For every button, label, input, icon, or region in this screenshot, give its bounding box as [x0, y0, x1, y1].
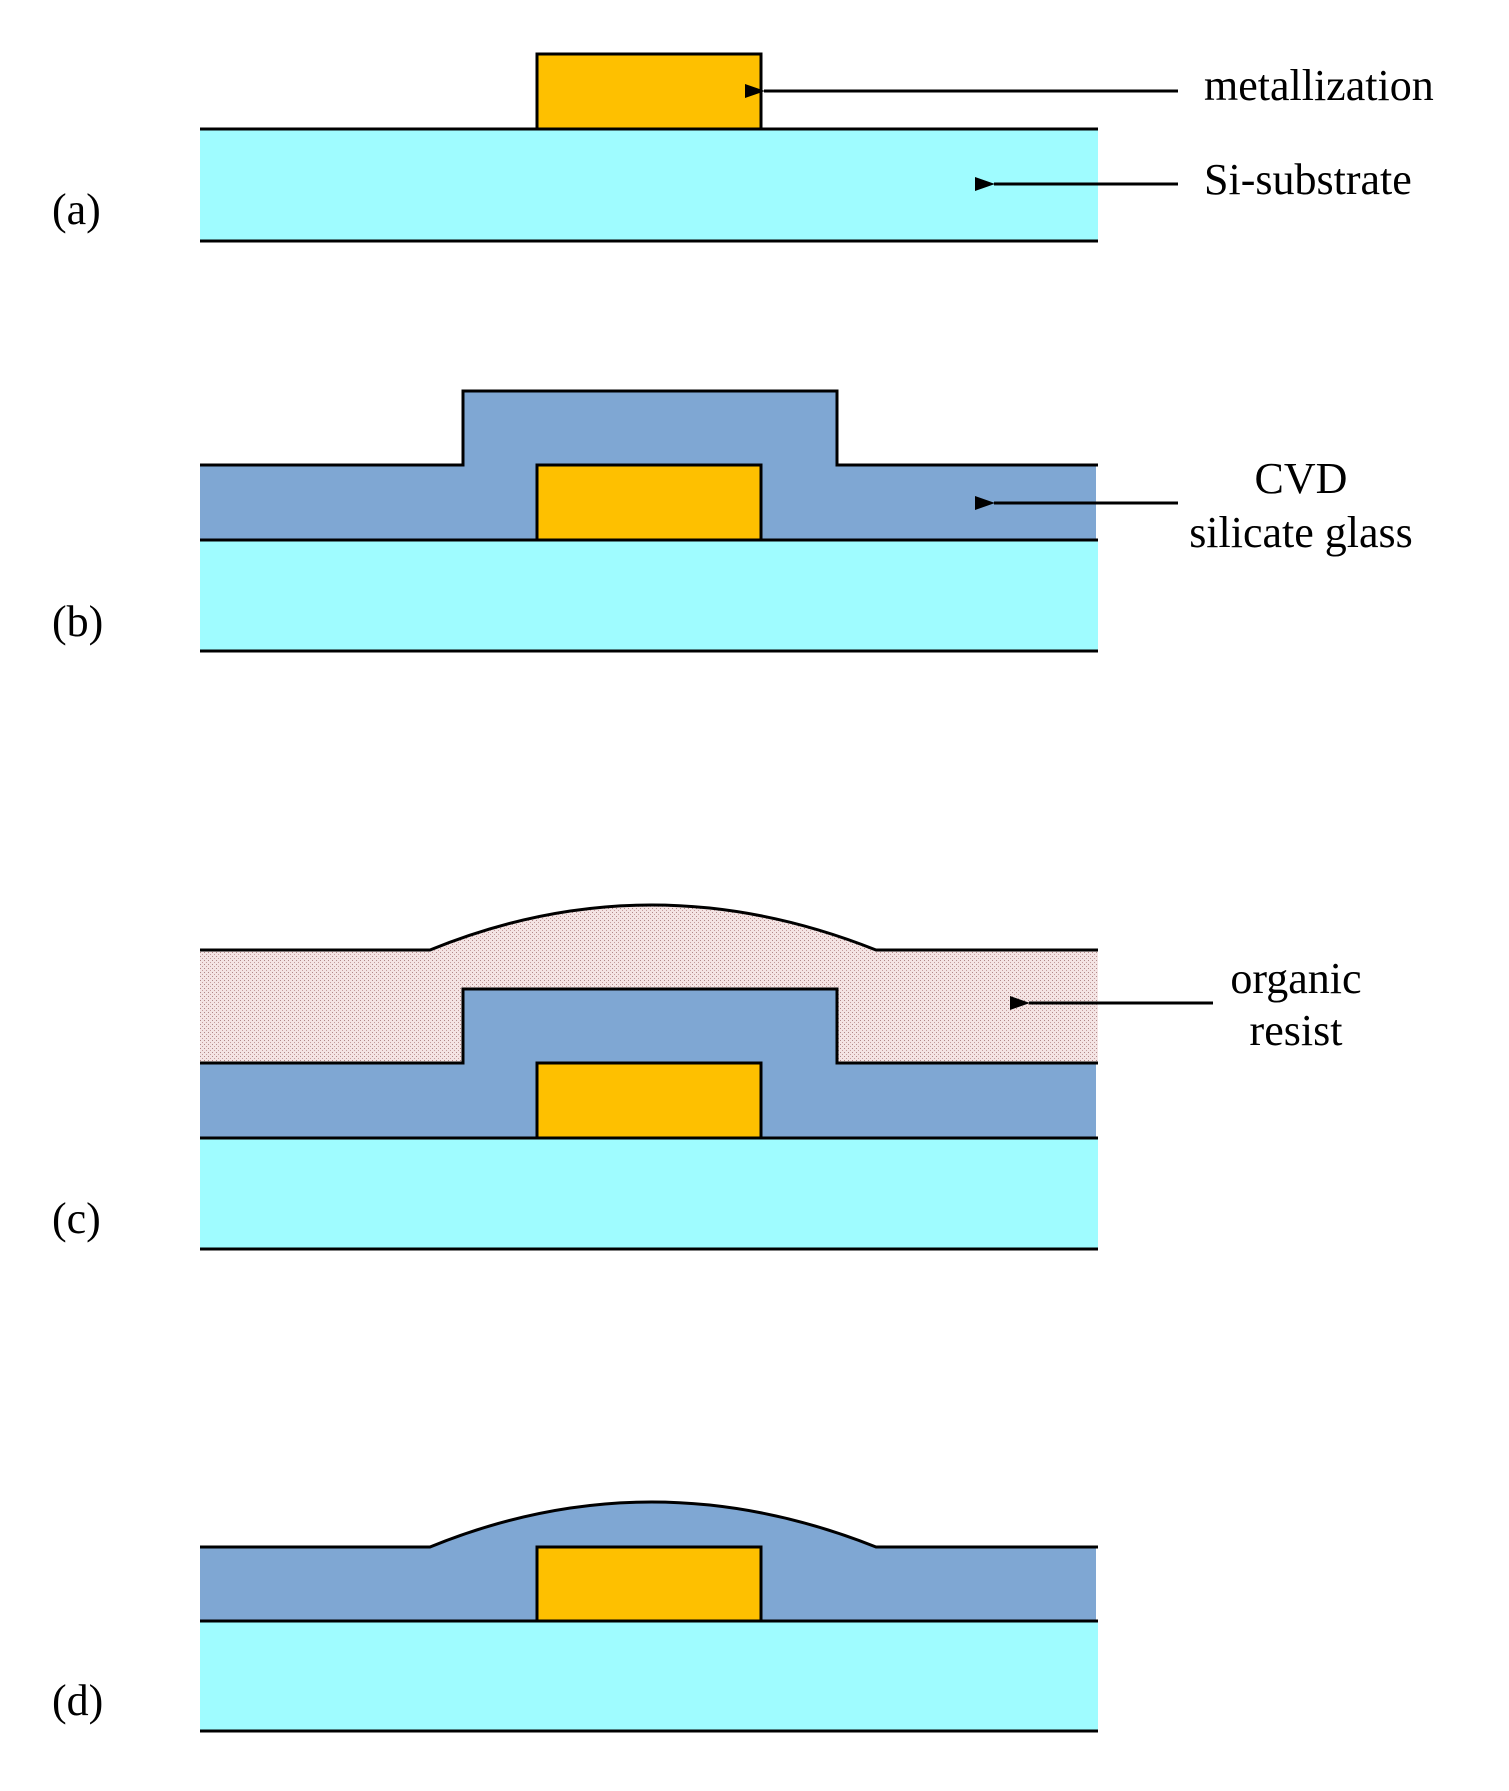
resist-top-edge: [200, 903, 1098, 952]
resist-label-line2: resist: [1250, 1006, 1343, 1055]
si-substrate-layer: [200, 129, 1098, 241]
panel-b: CVD silicate glass (b): [52, 389, 1413, 653]
si-substrate-layer: [200, 1138, 1098, 1249]
si-substrate-layer: [200, 540, 1098, 651]
glass-top-edge: [200, 1500, 1098, 1549]
panel-c: organic resist (c): [52, 903, 1362, 1251]
metallization-label: metallization: [1204, 61, 1434, 110]
metallization-block: [535, 1061, 763, 1140]
glass-label-line1: CVD: [1255, 454, 1348, 503]
resist-label-line1: organic: [1230, 954, 1361, 1003]
metallization-block: [535, 463, 763, 542]
panel-d: (d): [52, 1500, 1098, 1733]
organic-resist-layer: [200, 905, 1098, 1063]
glass-top-edge: [200, 389, 1098, 467]
si-substrate-layer: [200, 1621, 1098, 1731]
panel-b-label: (b): [52, 597, 103, 646]
panel-a-label: (a): [52, 185, 101, 234]
metallization-block: [535, 52, 763, 131]
panel-d-label: (d): [52, 1676, 103, 1725]
panel-a: metallization Si-substrate (a): [52, 52, 1434, 243]
glass-label-line2: silicate glass: [1189, 508, 1413, 557]
glass-top-edge: [200, 987, 1098, 1065]
substrate-label: Si-substrate: [1204, 155, 1412, 204]
metallization-block: [535, 1545, 763, 1623]
panel-c-label: (c): [52, 1194, 101, 1243]
